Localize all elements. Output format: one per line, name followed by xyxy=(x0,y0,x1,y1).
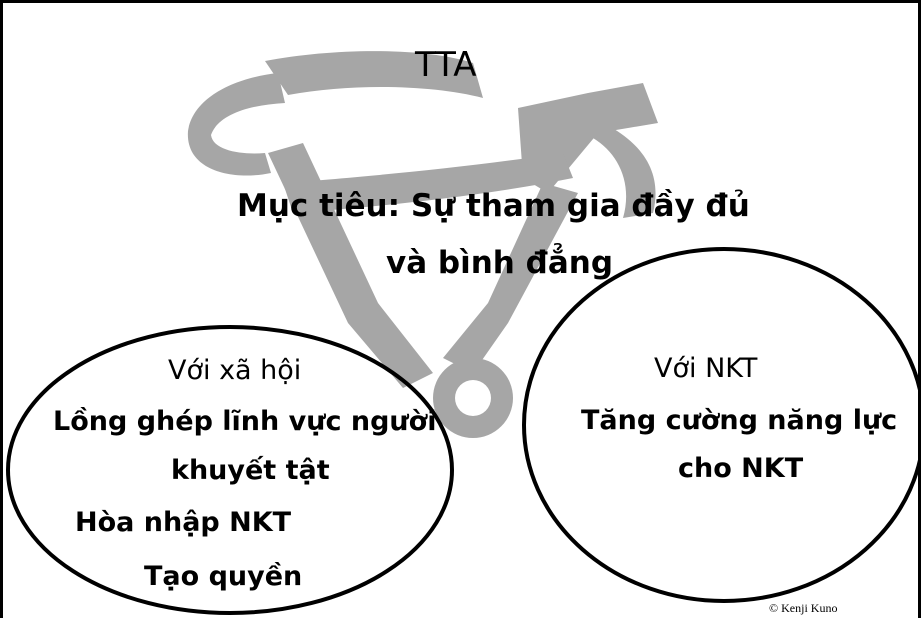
copyright-credit: © Kenji Kuno xyxy=(769,601,838,615)
left-item-empowerment: Tạo quyền xyxy=(144,561,303,592)
handlebar-shape xyxy=(187,73,285,176)
rear-swoop xyxy=(593,123,656,218)
top-tube xyxy=(283,153,573,213)
goal-line-2: và bình đẳng xyxy=(386,245,614,281)
left-item-mainstreaming-line1: Lồng ghép lĩnh vực người xyxy=(53,406,437,437)
hub-hole xyxy=(455,380,491,416)
bicycle-frame-graphic xyxy=(6,51,921,615)
right-circle xyxy=(522,247,921,603)
right-item-capacity-line1: Tăng cường năng lực xyxy=(581,405,898,436)
goal-line-1: Mục tiêu: Sự tham gia đầy đủ xyxy=(237,188,750,224)
rear-stay xyxy=(443,183,578,373)
diagram-title: TTA xyxy=(415,45,477,85)
left-item-inclusion: Hòa nhập NKT xyxy=(75,507,292,538)
left-circle-heading: Với xã hội xyxy=(168,355,302,386)
right-circle-heading: Với NKT xyxy=(654,353,758,384)
right-item-capacity-line2: cho NKT xyxy=(678,453,804,484)
left-item-mainstreaming-line2: khuyết tật xyxy=(171,455,330,486)
left-circle xyxy=(6,325,454,615)
handlebar-arm xyxy=(265,51,483,98)
